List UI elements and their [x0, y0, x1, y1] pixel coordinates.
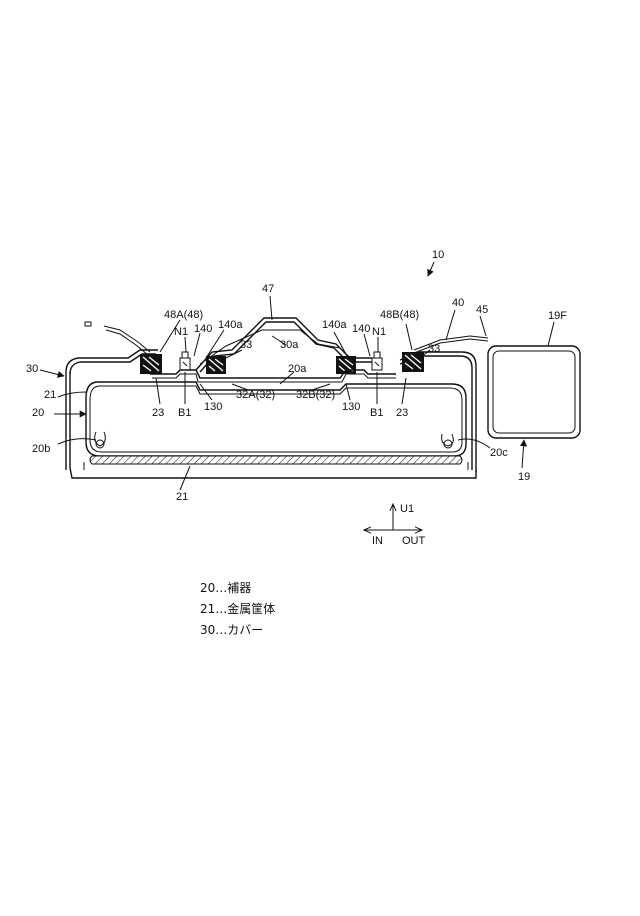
- label-140-right: 140: [352, 323, 370, 335]
- label-140-left: 140: [194, 323, 212, 335]
- direction-in-label: IN: [372, 535, 383, 547]
- legend-item: 21…金属筐体: [200, 601, 275, 616]
- auxiliary-20: [85, 381, 467, 457]
- direction-up-label: U1: [400, 503, 414, 515]
- label-B1-left: B1: [178, 407, 191, 419]
- label-20: 20: [32, 407, 44, 419]
- label-B1-right: B1: [370, 407, 383, 419]
- label-23-right: 23: [396, 407, 408, 419]
- label-33-left: 33: [240, 339, 252, 351]
- direction-indicator: U1 IN OUT: [364, 503, 426, 547]
- label-40: 40: [452, 297, 464, 309]
- leader-lines: [39, 261, 555, 491]
- direction-out-label: OUT: [402, 535, 426, 547]
- label-10: 10: [432, 249, 444, 261]
- legend: 20…補器 21…金属筐体 30…カバー: [200, 581, 275, 637]
- label-21-bottom: 21: [176, 491, 188, 503]
- label-140a-left: 140a: [218, 319, 243, 331]
- label-48A: 48A(48): [164, 309, 203, 321]
- seal-48B: [402, 352, 424, 372]
- label-N1-left: N1: [174, 326, 188, 338]
- label-32B: 32B(32): [296, 389, 335, 401]
- label-45: 45: [476, 304, 488, 316]
- label-N1-right: N1: [372, 326, 386, 338]
- label-20b: 20b: [32, 443, 50, 455]
- label-30a: 30a: [280, 339, 299, 351]
- cover-30: [65, 325, 489, 472]
- label-130-right: 130: [342, 401, 360, 413]
- label-20a: 20a: [288, 363, 307, 375]
- label-30: 30: [26, 363, 38, 375]
- legend-item: 30…カバー: [200, 623, 263, 637]
- seal-right-inner: [336, 356, 356, 374]
- reference-numerals: 10 47 40 45 19F 48A(48) 48B(48) N1 140 1…: [26, 249, 567, 503]
- legend-item: 20…補器: [200, 581, 251, 595]
- label-23-left: 23: [152, 407, 164, 419]
- label-140a-right: 140a: [322, 319, 347, 331]
- bracket-130: [150, 369, 396, 383]
- frame-19F: [487, 345, 581, 439]
- seal-left-inner: [206, 356, 226, 374]
- bolt-B1-right: [371, 351, 383, 371]
- label-130-left: 130: [204, 401, 222, 413]
- bolt-B1-left: [179, 351, 191, 371]
- seal-48A: [140, 354, 162, 374]
- label-47: 47: [262, 283, 274, 295]
- label-20c: 20c: [490, 447, 508, 459]
- label-33-right: 33: [428, 343, 440, 355]
- label-21-top: 21: [44, 389, 56, 401]
- label-48B: 48B(48): [380, 309, 419, 321]
- metal-housing-21: [69, 455, 477, 479]
- small-mark: [84, 321, 92, 327]
- label-19F: 19F: [548, 310, 567, 322]
- label-19: 19: [518, 471, 530, 483]
- label-32A: 32A(32): [236, 389, 275, 401]
